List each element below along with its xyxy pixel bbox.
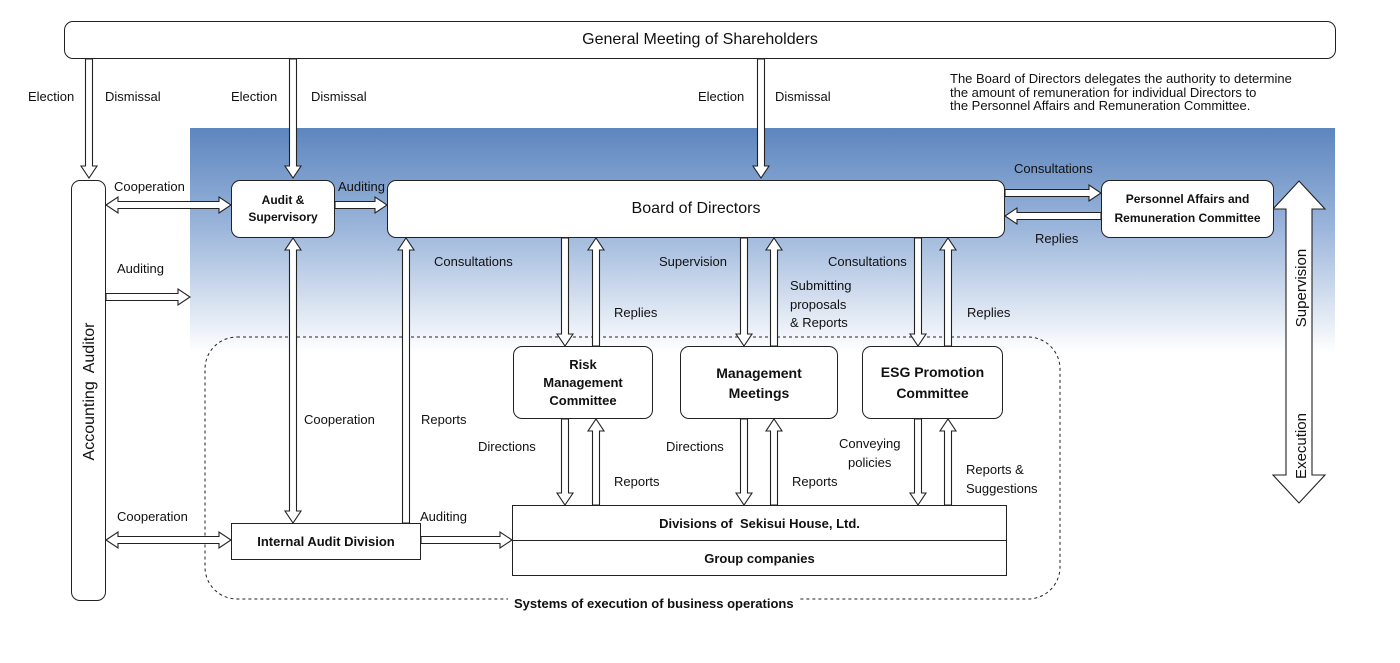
reports-iad-board-label: Reports — [421, 412, 467, 427]
reports-arrow-mm — [764, 418, 784, 506]
personnel-committee-label: Personnel Affairs and Remuneration Commi… — [1114, 192, 1261, 225]
directions-arrow-mm — [734, 418, 754, 506]
submitting-mm-label: Submitting proposals & Reports — [790, 278, 852, 330]
audit-supervisory-label: Audit & Supervisory — [248, 193, 318, 224]
auditing-aa-label: Auditing — [117, 261, 164, 276]
esg-committee-box: ESG Promotion Committee — [862, 346, 1003, 419]
directions-risk-label: Directions — [478, 439, 536, 454]
auditing-arrow-as-board — [334, 195, 388, 215]
personnel-committee-box: Personnel Affairs and Remuneration Commi… — [1101, 180, 1274, 238]
reports-risk-label: Reports — [614, 474, 660, 489]
reports-arrow-risk — [586, 418, 606, 506]
auditing-iad-div-label: Auditing — [420, 509, 467, 524]
consultations-arrow-risk — [555, 237, 575, 347]
submitting-arrow-mm — [764, 237, 784, 347]
internal-audit-division-box: Internal Audit Division — [231, 523, 421, 560]
management-meetings-label: Management Meetings — [716, 364, 802, 401]
management-meetings-box: Management Meetings — [680, 346, 838, 419]
reports-mm-label: Reports — [792, 474, 838, 489]
cooperation-arrow-aa-iad — [105, 530, 232, 550]
consultations-arrow-pc — [1004, 183, 1102, 203]
group-companies-label: Group companies — [704, 550, 815, 566]
divisions-label: Divisions of Sekisui House, Ltd. — [659, 515, 860, 531]
execution-region-label: Systems of execution of business operati… — [508, 595, 800, 612]
replies-pc-label: Replies — [1035, 231, 1079, 246]
consultations-pc-label: Consultations — [1014, 161, 1093, 176]
group-companies-box: Group companies — [512, 540, 1007, 576]
supervision-mm-label: Supervision — [659, 254, 727, 269]
replies-arrow-esg — [938, 237, 958, 347]
auditing-arrow-iad-div — [420, 530, 513, 550]
board-of-directors-box: Board of Directors — [387, 180, 1005, 238]
divisions-box: Divisions of Sekisui House, Ltd. — [512, 505, 1007, 541]
delegation-note: The Board of Directors delegates the aut… — [950, 71, 1292, 113]
conveying-esg-label: Conveying policies — [839, 436, 901, 470]
esg-committee-label: ESG Promotion Committee — [880, 363, 985, 401]
supervision-arrow-mm — [734, 237, 754, 347]
election-arrow-audit-supervisory — [283, 58, 303, 179]
cooperation-aa-iad-label: Cooperation — [117, 509, 188, 524]
audit-supervisory-box: Audit & Supervisory — [231, 180, 335, 238]
supervision-execution-axis-arrow — [1271, 180, 1327, 504]
auditing-as-board-label: Auditing — [338, 179, 385, 194]
accounting-auditor-box: Accounting Auditor — [71, 180, 106, 601]
auditing-arrow-aa — [105, 287, 191, 307]
cooperation-aa-as-label: Cooperation — [114, 179, 185, 194]
shareholders-label: General Meeting of Shareholders — [582, 31, 818, 48]
replies-esg-label: Replies — [967, 305, 1011, 320]
conveying-arrow-esg — [908, 418, 928, 506]
dismissal-label-3: Dismissal — [775, 89, 831, 104]
execution-axis-label: Execution — [1292, 413, 1310, 479]
risk-committee-label: Risk Management Committee — [543, 356, 623, 408]
consultations-esg-label: Consultations — [828, 254, 907, 269]
election-label-1: Election — [28, 89, 75, 104]
accounting-auditor-label: Accounting Auditor — [80, 322, 98, 461]
replies-arrow-pc — [1004, 206, 1102, 226]
election-label-3: Election — [698, 89, 745, 104]
replies-arrow-risk — [586, 237, 606, 347]
directions-arrow-risk — [555, 418, 575, 506]
risk-committee-box: Risk Management Committee — [513, 346, 653, 419]
shareholders-box: General Meeting of Shareholders — [64, 21, 1336, 59]
internal-audit-division-label: Internal Audit Division — [257, 534, 395, 549]
directions-mm-label: Directions — [666, 439, 724, 454]
reports-arrow-iad-board — [396, 237, 416, 524]
cooperation-as-iad-label: Cooperation — [304, 412, 375, 427]
dismissal-label-2: Dismissal — [311, 89, 367, 104]
election-arrow-board — [751, 58, 771, 179]
consultations-arrow-esg — [908, 237, 928, 347]
supervision-axis-label: Supervision — [1292, 248, 1310, 328]
election-arrow-accounting-auditor — [79, 58, 99, 179]
consultations-risk-label: Consultations — [434, 254, 513, 269]
election-label-2: Election — [231, 89, 278, 104]
board-of-directors-label: Board of Directors — [631, 200, 761, 217]
replies-risk-label: Replies — [614, 305, 658, 320]
reports-suggestions-esg-label: Reports & Suggestions — [966, 462, 1038, 496]
dismissal-label-1: Dismissal — [105, 89, 161, 104]
reports-suggestions-arrow-esg — [938, 418, 958, 506]
